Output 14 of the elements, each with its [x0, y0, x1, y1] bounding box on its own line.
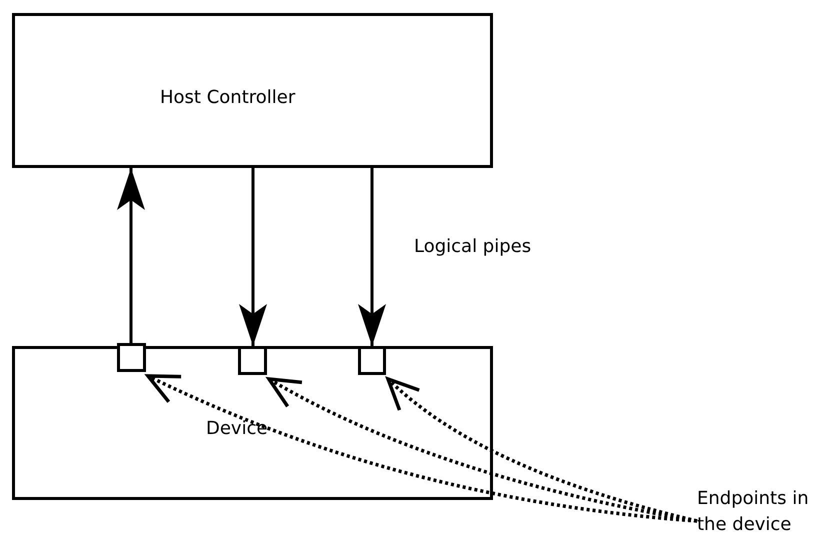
dotted-arrow	[386, 377, 698, 523]
arrow	[117, 168, 145, 343]
box-title: Host Controller	[160, 86, 296, 110]
endpoint-note: Endpoints in the device	[697, 486, 831, 540]
endpoint-square	[238, 346, 267, 375]
dotted-arrow	[267, 377, 698, 523]
arrow	[358, 168, 386, 346]
device-box	[12, 346, 493, 500]
pipes-label: Logical pipes	[414, 235, 532, 259]
arrow	[239, 168, 267, 346]
box-title: Device	[206, 417, 268, 441]
host-box	[12, 13, 493, 168]
endpoint-square	[117, 343, 146, 372]
endpoint-square	[358, 346, 386, 375]
